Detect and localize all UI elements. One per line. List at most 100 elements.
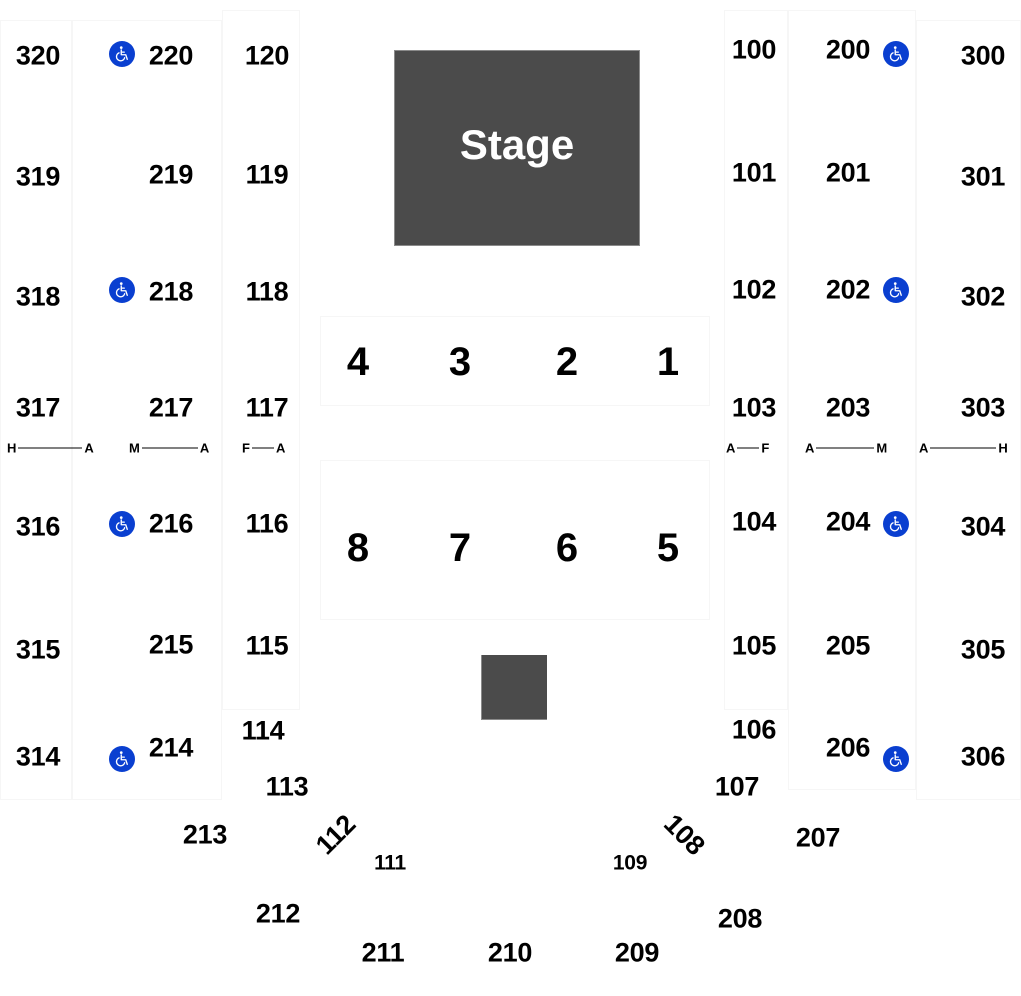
- wheelchair-icon: [883, 277, 909, 303]
- row-end-label: M: [876, 440, 888, 456]
- section-211[interactable]: 211: [361, 937, 405, 968]
- row-end-label: F: [761, 440, 770, 456]
- section-215[interactable]: 215: [148, 629, 194, 660]
- row-end-label: A: [84, 440, 94, 456]
- floor-section-3[interactable]: 3: [448, 340, 472, 384]
- section-209[interactable]: 209: [614, 937, 660, 968]
- section-200[interactable]: 200: [825, 34, 871, 65]
- section-210[interactable]: 210: [487, 937, 533, 968]
- section-104[interactable]: 104: [731, 506, 777, 537]
- section-202[interactable]: 202: [825, 274, 871, 305]
- wheelchair-icon: [109, 41, 135, 67]
- section-213[interactable]: 213: [182, 819, 228, 850]
- section-314[interactable]: 314: [15, 741, 61, 772]
- soundboard: [481, 655, 547, 720]
- section-207[interactable]: 207: [795, 822, 841, 853]
- section-115[interactable]: 115: [245, 630, 289, 661]
- floor-section-2[interactable]: 2: [555, 340, 579, 384]
- section-118[interactable]: 118: [245, 276, 289, 307]
- section-214[interactable]: 214: [148, 732, 194, 763]
- section-203[interactable]: 203: [825, 392, 871, 423]
- section-117[interactable]: 117: [245, 392, 289, 423]
- section-317[interactable]: 317: [15, 392, 61, 423]
- section-107[interactable]: 107: [714, 771, 760, 802]
- section-114[interactable]: 114: [241, 715, 285, 746]
- section-106[interactable]: 106: [731, 714, 777, 745]
- section-304[interactable]: 304: [960, 511, 1006, 542]
- zone-left-mid: [72, 20, 222, 800]
- section-116[interactable]: 116: [245, 508, 289, 539]
- row-range-line: [737, 447, 760, 449]
- section-216[interactable]: 216: [148, 508, 194, 539]
- wheelchair-icon: [883, 511, 909, 537]
- section-315[interactable]: 315: [15, 634, 61, 665]
- stage-label: Stage: [459, 121, 575, 168]
- section-206[interactable]: 206: [825, 732, 871, 763]
- section-217[interactable]: 217: [148, 392, 194, 423]
- section-111[interactable]: 111: [374, 851, 406, 875]
- section-208[interactable]: 208: [717, 903, 763, 934]
- section-218[interactable]: 218: [148, 276, 194, 307]
- row-end-label: A: [199, 440, 210, 456]
- floor-section-6[interactable]: 6: [555, 526, 579, 570]
- row-end-label: H: [998, 440, 1008, 456]
- section-119[interactable]: 119: [245, 159, 289, 190]
- section-302[interactable]: 302: [960, 281, 1006, 312]
- row-range-line: [816, 447, 875, 449]
- row-end-label: A: [275, 440, 286, 456]
- section-219[interactable]: 219: [148, 159, 194, 190]
- row-range-line: [930, 447, 997, 449]
- section-306[interactable]: 306: [960, 741, 1006, 772]
- section-320[interactable]: 320: [15, 40, 61, 71]
- zone-left-inner: [222, 10, 300, 710]
- section-318[interactable]: 318: [15, 281, 61, 312]
- row-range-line: [18, 447, 83, 449]
- zone-right-inner: [724, 10, 788, 710]
- section-301[interactable]: 301: [960, 161, 1006, 192]
- section-300[interactable]: 300: [960, 40, 1006, 71]
- row-range-line: [251, 447, 274, 449]
- section-201[interactable]: 201: [825, 157, 871, 188]
- row-start-label: A: [805, 440, 815, 456]
- wheelchair-icon: [109, 277, 135, 303]
- wheelchair-icon: [109, 746, 135, 772]
- section-212[interactable]: 212: [255, 898, 301, 929]
- section-316[interactable]: 316: [15, 511, 61, 542]
- row-start-label: A: [919, 440, 929, 456]
- section-103[interactable]: 103: [731, 392, 777, 423]
- row-start-label: A: [726, 440, 736, 456]
- floor-section-8[interactable]: 8: [346, 526, 370, 570]
- section-105[interactable]: 105: [731, 630, 777, 661]
- section-100[interactable]: 100: [731, 34, 777, 65]
- row-start-label: M: [129, 440, 140, 456]
- section-319[interactable]: 319: [15, 161, 61, 192]
- row-start-label: F: [242, 440, 250, 456]
- section-303[interactable]: 303: [960, 392, 1006, 423]
- section-108[interactable]: 108: [658, 808, 711, 861]
- section-205[interactable]: 205: [825, 630, 871, 661]
- row-range-line: [141, 447, 198, 449]
- zone-left-outer: [0, 20, 72, 800]
- section-102[interactable]: 102: [731, 274, 777, 305]
- floor-section-1[interactable]: 1: [656, 340, 680, 384]
- section-305[interactable]: 305: [960, 634, 1006, 665]
- section-220[interactable]: 220: [148, 40, 194, 71]
- floor-section-7[interactable]: 7: [448, 526, 472, 570]
- zone-floor-front: [320, 316, 710, 406]
- zone-floor-back: [320, 460, 710, 620]
- section-120[interactable]: 120: [244, 40, 290, 71]
- floor-section-5[interactable]: 5: [656, 526, 680, 570]
- section-112[interactable]: 112: [309, 808, 362, 861]
- section-204[interactable]: 204: [825, 506, 871, 537]
- wheelchair-icon: [109, 511, 135, 537]
- section-113[interactable]: 113: [265, 771, 309, 802]
- floor-section-4[interactable]: 4: [346, 340, 370, 384]
- wheelchair-icon: [883, 746, 909, 772]
- stage: Stage: [394, 50, 640, 246]
- section-101[interactable]: 101: [731, 157, 777, 188]
- section-109[interactable]: 109: [612, 851, 648, 875]
- wheelchair-icon: [883, 41, 909, 67]
